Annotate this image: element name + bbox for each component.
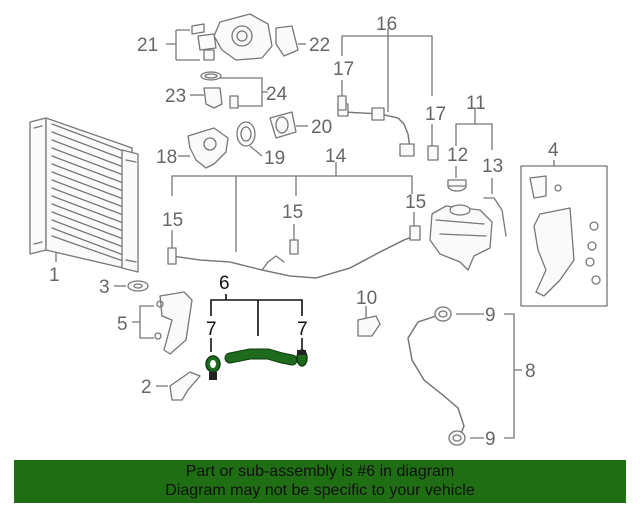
leader-6	[210, 294, 303, 336]
callout-18: 18	[156, 147, 177, 168]
callout-10: 10	[356, 288, 377, 309]
callout-4: 4	[548, 140, 559, 161]
leader-24	[220, 77, 268, 107]
callout-5: 5	[117, 314, 128, 335]
callout-17a: 17	[333, 59, 354, 80]
hose-clamp-7b	[296, 349, 308, 367]
clamp-17b	[427, 145, 439, 161]
callout-16: 16	[376, 14, 397, 35]
bypass-pipe	[337, 103, 415, 157]
callout-9a: 9	[485, 305, 496, 326]
heater-pipes	[171, 233, 421, 279]
hose-clamp-9a	[434, 306, 452, 322]
deflector	[169, 371, 201, 401]
outlet-gasket	[236, 121, 256, 147]
hose-bracket-10	[357, 315, 381, 337]
thermostat-gasket	[275, 25, 299, 57]
leader-16	[341, 28, 433, 112]
clip-15b	[289, 239, 299, 255]
clamp-17a	[337, 95, 347, 111]
callout-17b: 17	[425, 104, 446, 125]
callout-9b: 9	[485, 429, 496, 450]
callout-12: 12	[447, 145, 468, 166]
callout-2: 2	[141, 377, 152, 398]
heater-hose-part-6[interactable]	[224, 348, 298, 366]
baffle-box	[520, 165, 608, 307]
clip-15a	[167, 247, 177, 265]
callout-15b: 15	[282, 202, 303, 223]
hose-clamp-7a	[205, 355, 221, 380]
hose-fitting-20	[269, 111, 297, 139]
callout-19: 19	[264, 148, 285, 169]
callout-22: 22	[309, 35, 330, 56]
callout-24: 24	[266, 84, 288, 105]
leader-11	[455, 108, 493, 150]
coolant-reservoir	[429, 204, 493, 271]
callout-3: 3	[99, 277, 110, 298]
callout-6: 6	[219, 273, 230, 294]
coolant-outlet	[187, 127, 229, 169]
radiator	[29, 117, 139, 273]
callout-11: 11	[466, 93, 486, 114]
callout-1: 1	[49, 265, 60, 286]
radiator-bracket	[154, 291, 193, 355]
clip-15c	[409, 225, 421, 241]
thermostat-housing	[191, 13, 273, 61]
callout-20: 20	[311, 117, 332, 138]
reservoir-cap	[447, 179, 467, 192]
air-baffle	[529, 175, 601, 297]
hose-clamp-9b	[448, 430, 466, 446]
leader-14	[171, 162, 413, 252]
info-banner: Part or sub-assembly is #6 in diagram Di…	[14, 460, 626, 503]
elbow-fitting	[200, 71, 239, 109]
callout-13: 13	[482, 156, 503, 177]
overflow-hose	[483, 197, 507, 237]
leader-5	[132, 305, 154, 339]
callout-15c: 15	[405, 192, 426, 213]
callout-21: 21	[137, 35, 158, 56]
callout-23: 23	[165, 86, 186, 107]
leader-19	[249, 145, 263, 157]
radiator-hose-8	[407, 315, 465, 437]
callout-7a: 7	[206, 319, 217, 340]
callout-15a: 15	[162, 210, 183, 231]
callout-7b: 7	[297, 319, 308, 340]
callout-8: 8	[525, 361, 536, 382]
banner-line-2: Diagram may not be specific to your vehi…	[165, 482, 475, 499]
grommet	[127, 280, 149, 292]
callout-14: 14	[325, 146, 347, 167]
leader-8-9	[456, 313, 522, 439]
banner-line-1: Part or sub-assembly is #6 in diagram	[185, 463, 455, 480]
leader-21	[166, 29, 200, 61]
